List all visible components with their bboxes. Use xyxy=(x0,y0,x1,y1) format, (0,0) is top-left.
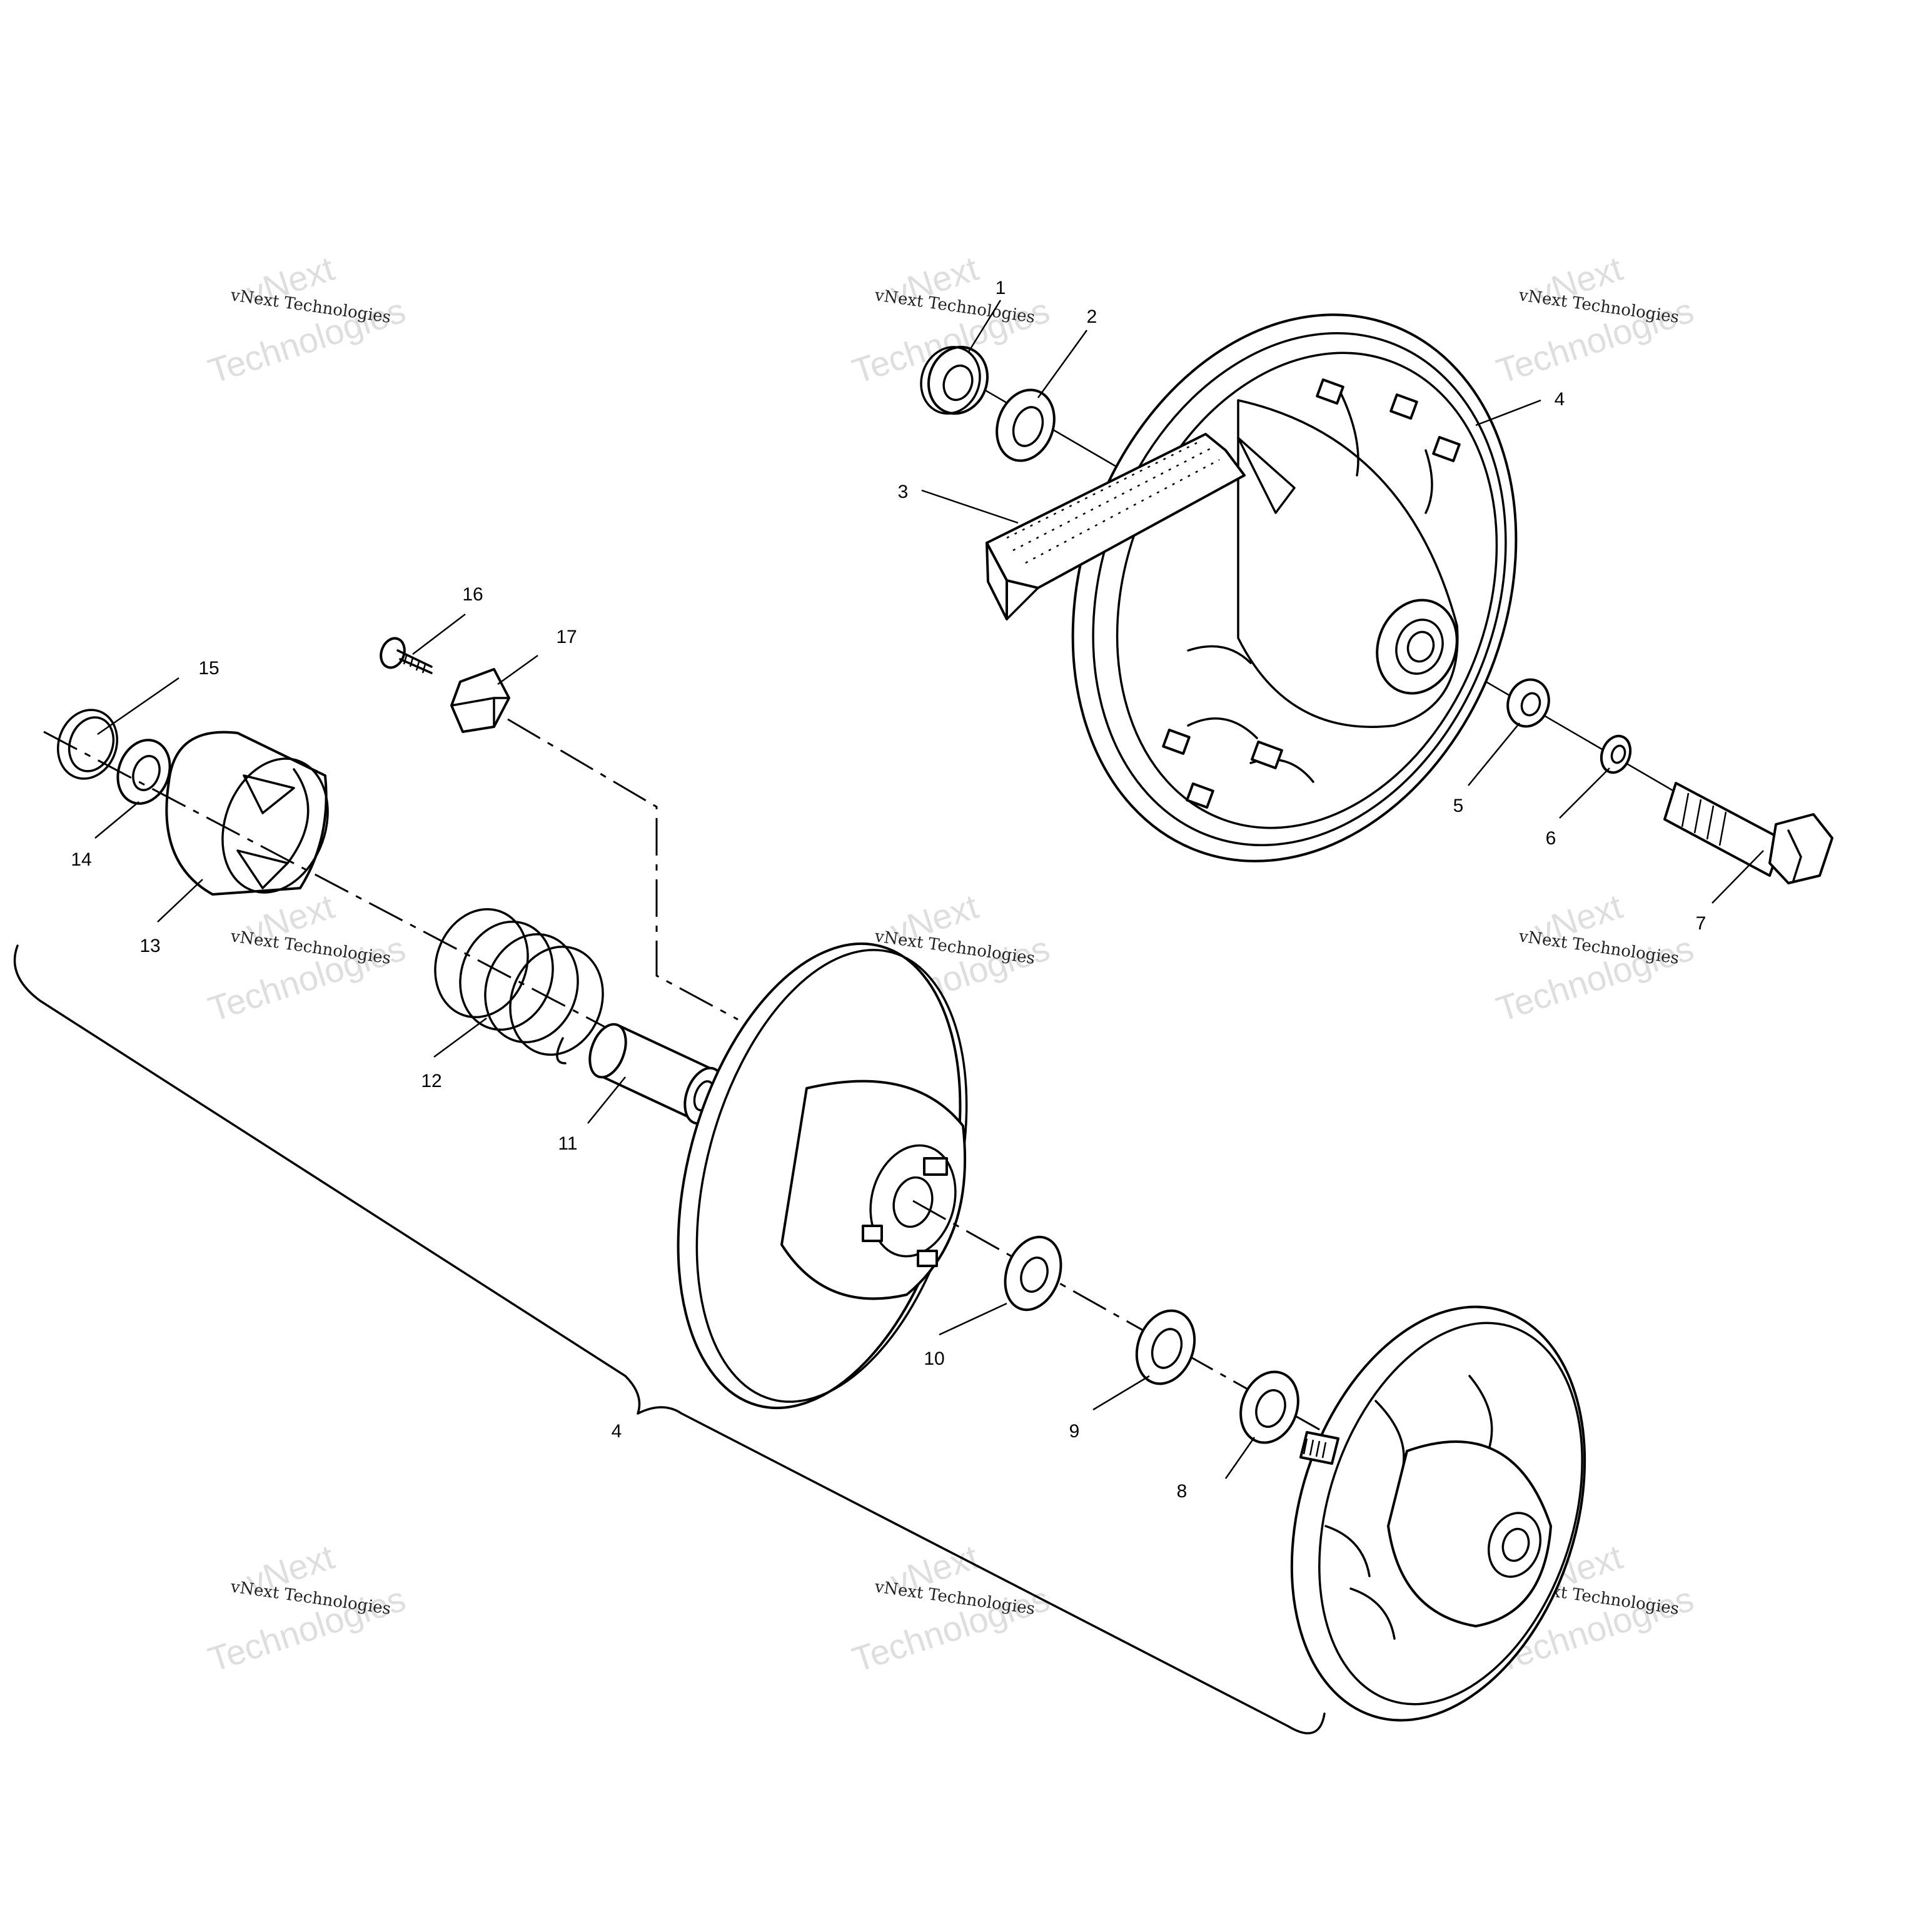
callout-8: 8 xyxy=(1177,1481,1187,1502)
washer-part-8 xyxy=(1239,1370,1299,1444)
callout-12: 12 xyxy=(421,1071,441,1091)
drive-clutch-assembly xyxy=(920,313,1833,884)
dashed-guide-17 xyxy=(507,718,739,1021)
leader-lines xyxy=(94,300,1764,1479)
watermark-top-right: vNext Technologies vNext Technologies xyxy=(1491,248,1698,391)
cam-part-13 xyxy=(165,731,329,896)
watermark-top-left: vNext Technologies vNext Technologies xyxy=(203,248,410,391)
callout-5: 5 xyxy=(1453,796,1464,816)
watermark-mid-right: vNext Technologies vNext Technologies xyxy=(1491,886,1698,1029)
washer-part-1 xyxy=(920,345,989,415)
cam-slider-part-17 xyxy=(450,668,510,733)
washer-part-14 xyxy=(116,739,171,805)
assembly-brace xyxy=(13,944,1326,1734)
washer-part-2 xyxy=(996,388,1056,462)
screw-part-16 xyxy=(380,637,433,674)
fixed-sheave xyxy=(1290,1305,1586,1722)
watermark-bottom-center: vNext Technologies vNext Technologies xyxy=(847,1537,1054,1679)
moveable-sheave xyxy=(677,942,968,1410)
callout-2: 2 xyxy=(1087,306,1097,327)
callout-15: 15 xyxy=(198,658,219,679)
snap-ring-part-15 xyxy=(56,709,119,780)
callout-6: 6 xyxy=(1546,828,1556,849)
callout-3: 3 xyxy=(898,482,909,502)
bolt-part-7 xyxy=(1663,782,1833,884)
callout-1: 1 xyxy=(996,278,1006,298)
callout-4-drive-clutch: 4 xyxy=(1555,389,1565,410)
callout-9: 9 xyxy=(1069,1421,1080,1442)
lock-washer-part-6 xyxy=(1600,734,1632,774)
callout-4-assembly: 4 xyxy=(612,1421,622,1442)
callout-10: 10 xyxy=(924,1348,944,1369)
callout-17: 17 xyxy=(556,627,577,647)
callout-13: 13 xyxy=(139,936,160,956)
drive-belt-part-3 xyxy=(986,433,1246,620)
callout-labels: 1 2 3 4 5 6 7 8 9 10 11 12 13 14 15 16 1… xyxy=(71,278,1706,1502)
callout-16: 16 xyxy=(462,584,483,605)
washer-part-9 xyxy=(1135,1309,1196,1385)
spring-part-12 xyxy=(434,908,604,1065)
washer-part-10 xyxy=(1004,1235,1062,1312)
watermark-bottom-left: vNext Technologies vNext Technologies xyxy=(203,1537,410,1679)
callout-7: 7 xyxy=(1696,913,1707,934)
callout-11: 11 xyxy=(558,1133,577,1154)
washer-part-5 xyxy=(1506,678,1550,728)
callout-14: 14 xyxy=(71,849,91,870)
